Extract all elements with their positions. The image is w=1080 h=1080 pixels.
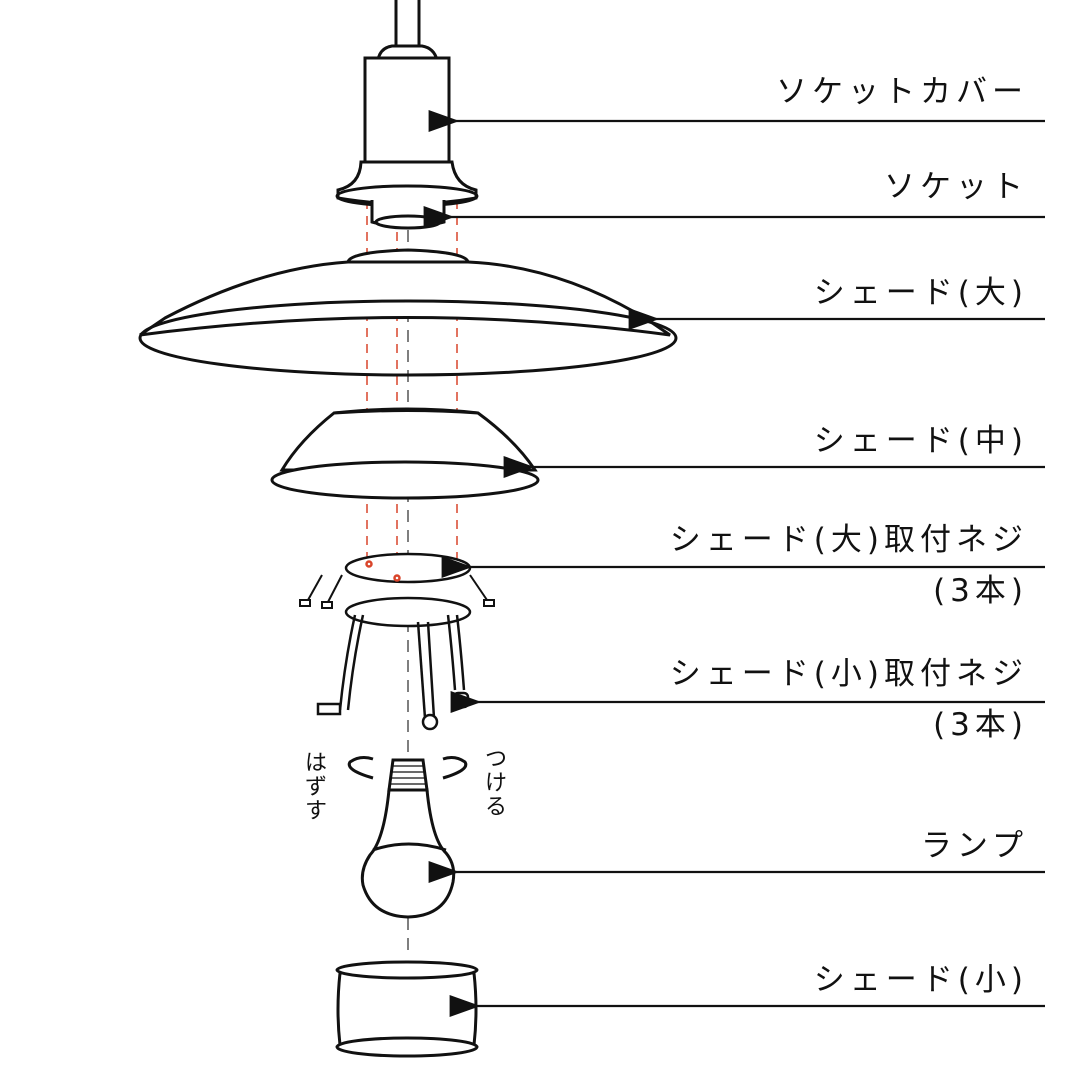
label-shade-large-screw: シェード(大)取付ネジ xyxy=(669,522,1028,558)
socket-drawing xyxy=(370,200,446,230)
label-socket: ソケット xyxy=(884,169,1028,205)
label-shade-small: シェード(小) xyxy=(813,962,1028,998)
label-shade-medium: シェード(中) xyxy=(813,423,1028,459)
leader-lines xyxy=(423,110,1045,1017)
shade-small-drawing xyxy=(335,960,479,1058)
socket-cover-drawing xyxy=(335,0,479,208)
alignment-guides xyxy=(366,200,458,955)
screws-drawing xyxy=(299,574,495,609)
label-shade-large: シェード(大) xyxy=(813,275,1028,311)
label-remove: はずす xyxy=(304,751,327,824)
label-shade-large-screw-count: (3本) xyxy=(933,573,1028,609)
lamp-drawing xyxy=(347,756,468,919)
shade-bracket-drawing xyxy=(316,552,472,731)
label-lamp: ランプ xyxy=(920,828,1028,864)
label-socket-cover: ソケットカバー xyxy=(776,74,1028,110)
label-shade-small-screw-count: (3本) xyxy=(933,707,1028,743)
shade-large-drawing xyxy=(138,248,678,377)
shade-medium-drawing xyxy=(270,407,540,500)
label-attach: つける xyxy=(484,747,507,820)
label-shade-small-screw: シェード(小)取付ネジ xyxy=(669,656,1028,692)
